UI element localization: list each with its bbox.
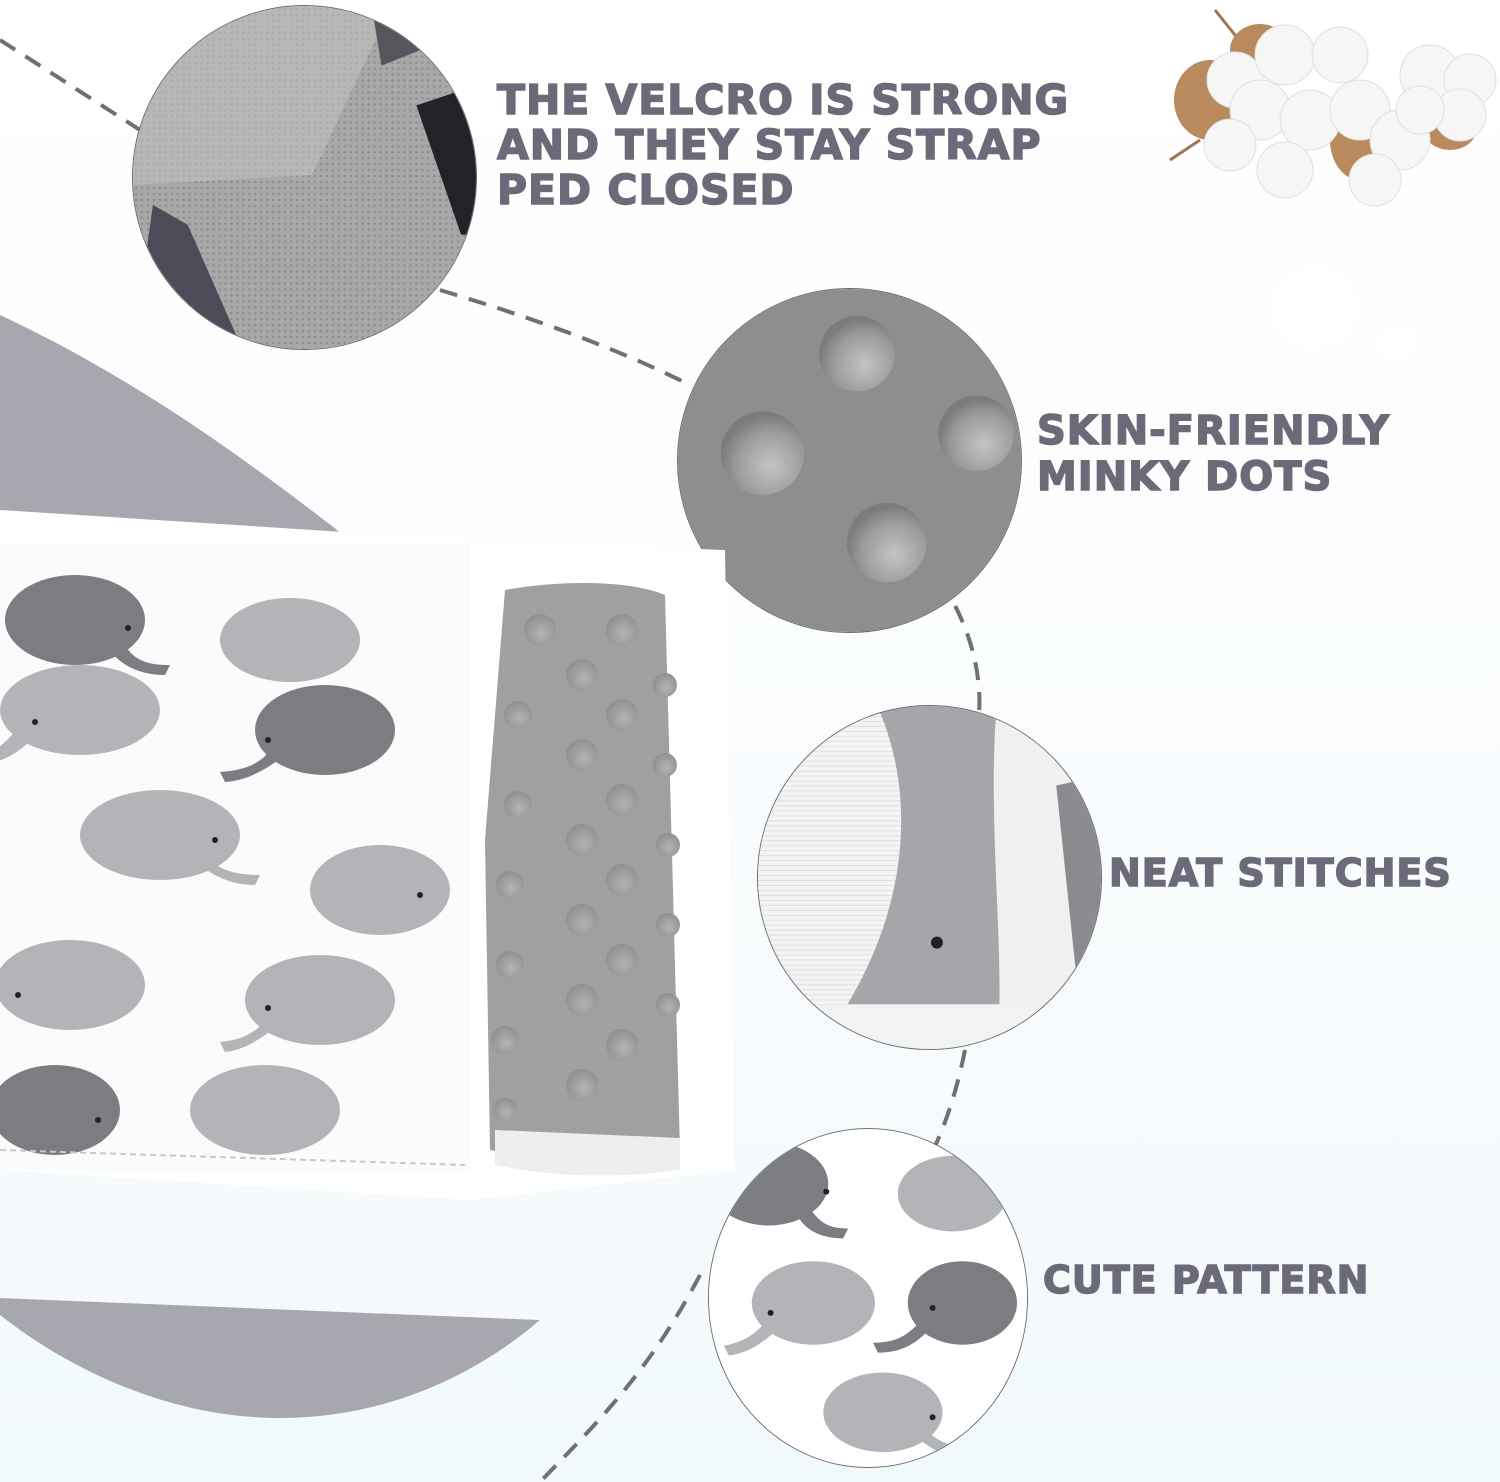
minky-dots-closeup-icon xyxy=(677,288,1022,633)
velcro-closeup-icon xyxy=(132,5,477,350)
feature-label-line: NEAT STiTCHES xyxy=(1108,851,1452,895)
feature-label-line: THE VELCRO iS STRONG xyxy=(496,76,1070,124)
feature-label-minky: SKiN-FRIENDLY MiNKY DOTS xyxy=(1036,407,1390,501)
feature-label-line: SKiN-FRIENDLY xyxy=(1036,407,1390,455)
feature-label-line: PED CLOSED xyxy=(496,166,795,215)
stitches-closeup-icon xyxy=(757,705,1102,1050)
feature-label-line: AND THEY STAY STRAP xyxy=(496,121,1042,170)
feature-label-stitches: NEAT STiTCHES xyxy=(1108,851,1452,895)
elephant-pattern-closeup-icon xyxy=(708,1128,1028,1468)
feature-label-velcro: THE VELCRO iS STRONG AND THEY STAY STRAP… xyxy=(496,76,1070,215)
strap-cover-product-icon xyxy=(0,510,740,1200)
feature-label-line: CUTE PATTERN xyxy=(1042,1258,1370,1302)
cotton-bolls-icon xyxy=(1160,0,1500,225)
feature-label-line: MiNKY DOTS xyxy=(1036,453,1333,501)
feature-label-pattern: CUTE PATTERN xyxy=(1042,1258,1370,1302)
